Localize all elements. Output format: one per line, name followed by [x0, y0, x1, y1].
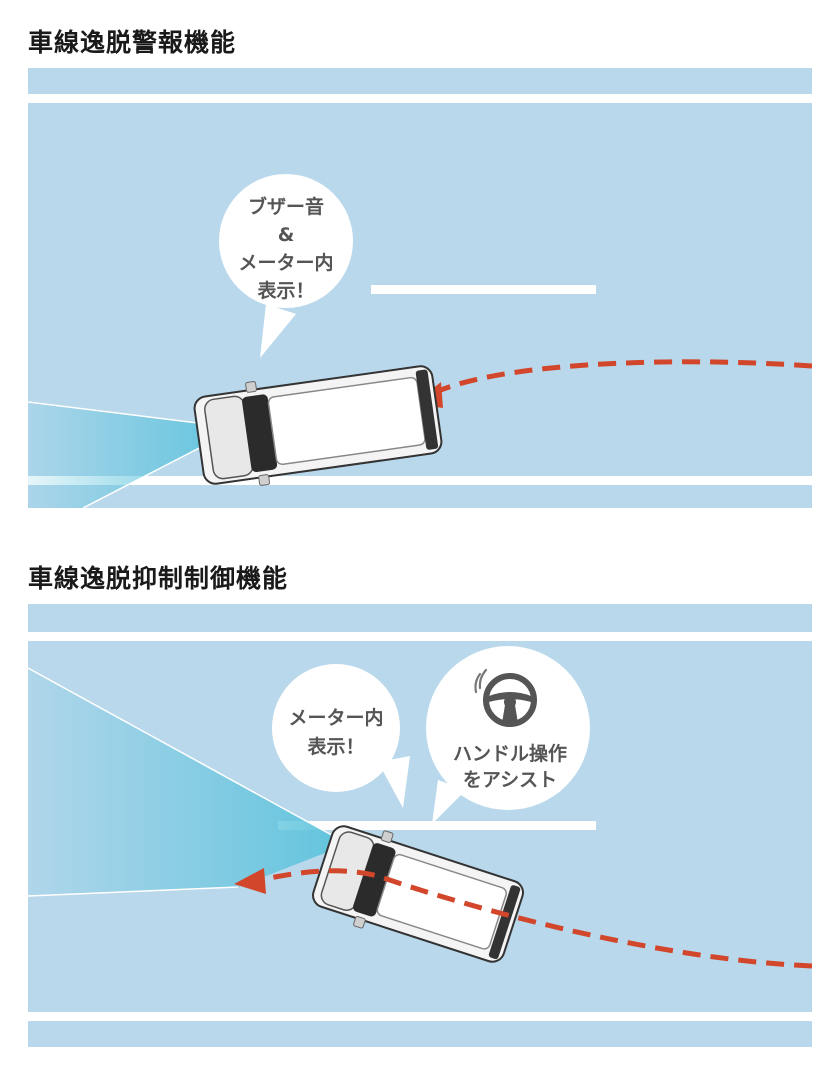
- speech-bubble-meter: メーター内 表示！: [272, 664, 410, 808]
- lane-line-center: [278, 821, 596, 830]
- speech-bubble-buzzer: ブザー音 & メーター内 表示！: [219, 174, 353, 358]
- steering-wheel-icon: [474, 668, 537, 727]
- assist-direction-arrow: [259, 868, 812, 969]
- beam-edge-lower: [28, 886, 239, 897]
- bubble-line-2: 表示！: [307, 735, 364, 758]
- lane-departure-prevention-diagram: メーター内 表示！ ハンドル操作 をアシスト: [28, 604, 812, 1047]
- bubble-line-4: 表示！: [257, 279, 314, 302]
- bubble-line-3: メーター内: [238, 251, 333, 274]
- car-top-view: [312, 825, 524, 963]
- lane-departure-warning-diagram: ブザー音 & メーター内 表示！: [28, 68, 812, 508]
- bubble-line-2: &: [278, 224, 295, 246]
- speech-bubble-steering: ハンドル操作 をアシスト: [426, 646, 590, 824]
- section-title-lane-departure-warning: 車線逸脱警報機能: [28, 28, 237, 57]
- warning-road-illustration: ブザー音 & メーター内 表示！: [28, 68, 812, 508]
- section-title-lane-departure-prevention: 車線逸脱抑制制御機能: [28, 564, 289, 593]
- prevention-road-illustration: メーター内 表示！ ハンドル操作 をアシスト: [28, 604, 812, 1047]
- lane-line-top: [28, 94, 812, 103]
- lane-line-bottom: [28, 476, 812, 485]
- car-top-view: [193, 365, 443, 486]
- bubble-line-1: ブザー音: [248, 195, 324, 218]
- drift-direction-arrow: [426, 359, 812, 399]
- assist-arrow-head: [234, 868, 266, 894]
- lane-line-top: [28, 632, 812, 641]
- camera-sensor-beam: [28, 402, 238, 508]
- bubble-line-2: をアシスト: [463, 769, 557, 791]
- lane-line-center: [371, 285, 596, 294]
- bubble-line-1: ハンドル操作: [453, 742, 567, 765]
- beam-edge-upper: [28, 667, 349, 845]
- bubble-line-1: メーター内: [288, 706, 383, 729]
- lane-line-bottom: [28, 1012, 812, 1021]
- camera-sensor-beam: [28, 668, 348, 896]
